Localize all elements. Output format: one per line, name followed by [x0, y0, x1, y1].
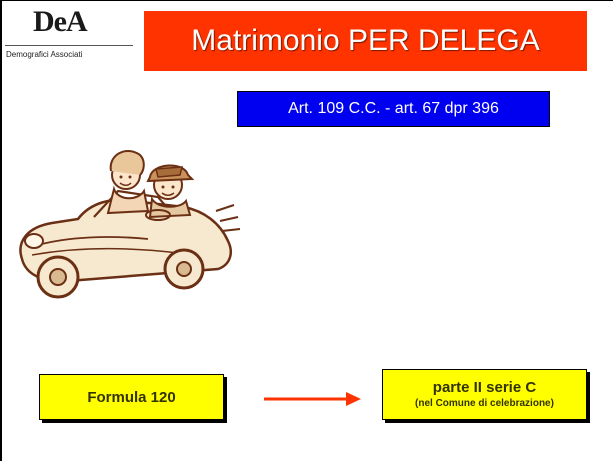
parte-box: parte II serie C (nel Comune di celebraz…: [382, 369, 587, 420]
couple-in-car-icon: [19, 150, 241, 299]
article-reference-box: Art. 109 C.C. - art. 67 dpr 396: [237, 91, 550, 127]
slide-title: Matrimonio PER DELEGA: [191, 24, 540, 57]
dea-logo: DeA Demografici Associati: [5, 5, 135, 67]
formula-box: Formula 120: [39, 374, 224, 420]
logo-mark: DeA: [33, 5, 88, 38]
article-reference: Art. 109 C.C. - art. 67 dpr 396: [288, 100, 499, 117]
parte-note: (nel Comune di celebrazione): [415, 398, 554, 409]
logo-divider: [5, 45, 133, 46]
right-arrow-icon: [264, 392, 361, 406]
formula-label: Formula 120: [87, 388, 176, 406]
title-banner: Matrimonio PER DELEGA: [144, 11, 587, 71]
parte-label: parte II serie C: [432, 379, 537, 396]
logo-subtitle: Demografici Associati: [6, 50, 83, 59]
